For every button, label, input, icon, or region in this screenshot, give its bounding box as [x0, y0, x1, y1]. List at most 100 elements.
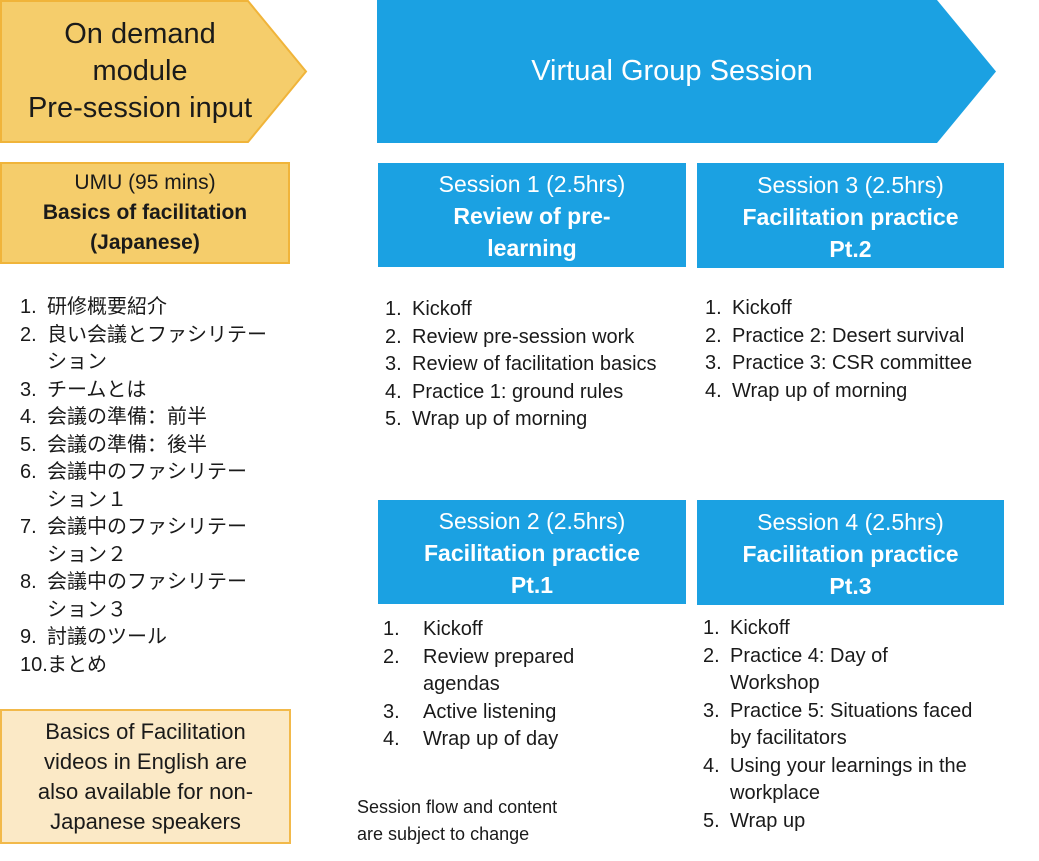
umu-topic-item-number: 8. — [20, 571, 37, 593]
umu-topic-item-number: 10. — [20, 653, 48, 676]
session-4-header: Session 4 (2.5hrs) — [757, 508, 944, 535]
session-1-agenda-item-number: 4. — [385, 380, 402, 403]
umu-topic-item-text: チームとは — [47, 378, 147, 401]
session-3-agenda-item: 3. Practice 3: CSR committee — [705, 350, 1025, 378]
session-3-title: Pt.2 — [829, 235, 872, 262]
umu-topic-item-number: 3. — [20, 378, 37, 401]
umu-topic-item-text: 会議の準備：前半 — [47, 406, 207, 428]
session-1-title: learning — [487, 235, 577, 261]
virtual-session-arrow-shape — [377, 0, 996, 143]
umu-topic-item-number: 1. — [20, 296, 37, 318]
umu-topic-item-text: 会議の準備：後半 — [47, 433, 207, 456]
session-2-header: Session 2 (2.5hrs) — [438, 508, 626, 534]
umu-topic-item-number: 9. — [20, 626, 37, 648]
session-4-agenda-item: 1. Kickoff — [703, 615, 1013, 643]
arrow-label-line: Pre-session input — [27, 91, 253, 124]
session-4-agenda-item-number: 4. — [703, 754, 720, 777]
umu-topic-item: 5.会議の準備：後半 — [20, 432, 290, 460]
umu-topic-item-number: 2. — [20, 323, 37, 346]
english-videos-note: Basics of Facilitation videos in English… — [0, 709, 291, 844]
session-4-agenda-item-number: 5. — [703, 809, 720, 832]
umu-topic-item-text: ション１ — [47, 488, 127, 511]
session-4-agenda-item-text: Kickoff — [730, 617, 790, 639]
arrow-label-line: module — [92, 54, 188, 87]
umu-title: Basics of facilitation — [42, 201, 248, 224]
session-1-agenda-item-text: Review of facilitation basics — [412, 353, 657, 375]
note-line: Basics of Facilitation — [45, 718, 246, 744]
umu-topic-item-text: 会議中のファシリテー — [47, 461, 247, 483]
umu-topic-item-text: ション — [47, 351, 107, 373]
umu-topic-item: 2. 良い会議とファシリテーション — [20, 322, 290, 377]
umu-topic-item: 10.まとめ — [20, 652, 290, 680]
note-line: also available for non- — [37, 778, 254, 804]
umu-topic-item-text: 良い会議とファシリテー — [47, 323, 267, 346]
session-4-agenda-item-text: workplace — [730, 782, 821, 804]
session-3-header: Session 3 (2.5hrs) — [757, 171, 944, 198]
umu-topic-item-text: 会議中のファシリテー — [47, 571, 247, 593]
session-3-agenda-item: 2. Practice 2: Desert survival — [705, 323, 1025, 351]
umu-topic-item: 8. 会議中のファシリテーション３ — [20, 569, 290, 624]
session-2-agenda-item-number: 4. — [383, 728, 400, 750]
umu-topic-item-text: ション３ — [47, 598, 127, 621]
pre-session-arrow-shape — [0, 0, 308, 143]
session-2-agenda-item: 3.Active listening — [383, 699, 683, 727]
arrow-label-line: On demand — [64, 17, 216, 50]
session-2-agenda-item-number: 1. — [383, 618, 400, 640]
session-1-agenda-item-text: Kickoff — [412, 298, 472, 320]
umu-topic-item-text: 会議中のファシリテー — [47, 516, 247, 538]
session-4-agenda-item-text: Practice 4: Day of — [730, 644, 888, 667]
session-4-agenda-item-text: Practice 5: Situations faced — [730, 699, 973, 722]
session-2-agenda-item-number: 3. — [383, 700, 400, 723]
session-1-agenda-item-text: Review pre-session work — [412, 325, 635, 348]
disclaimer: Session flow and content are subject to … — [357, 794, 617, 848]
session-3-agenda-item-text: Practice 3: CSR committee — [732, 352, 973, 374]
session-3-title: Facilitation practice — [742, 203, 959, 230]
session-1-agenda-item-number: 2. — [385, 325, 402, 348]
umu-topic-item: 4. 会議の準備：前半 — [20, 404, 290, 432]
session-2-agenda-item: 4.Wrap up of day — [383, 726, 683, 754]
session-1-agenda-item: 3. Review of facilitation basics — [385, 351, 705, 379]
session-1-agenda-item-number: 3. — [385, 353, 402, 375]
session-3-agenda-item-number: 3. — [705, 352, 722, 374]
session-4-title: Pt.3 — [829, 572, 872, 599]
session-2-agenda-item-number: 2. — [383, 645, 400, 668]
session-1-agenda-item: 5. Wrap up of morning — [385, 406, 705, 434]
umu-topic-item: 6.会議中のファシリテーション１ — [20, 459, 290, 514]
session-1-agenda-item: 2. Review pre-session work — [385, 324, 705, 352]
session-3-agenda-item-text: Kickoff — [732, 297, 792, 319]
session-4-agenda-item-text: Workshop — [730, 672, 820, 694]
session-4-title: Facilitation practice — [742, 540, 959, 567]
umu-topic-item: 9. 討議のツール — [20, 624, 290, 652]
umu-topic-item-number: 4. — [20, 406, 37, 428]
session-1-agenda-item-number: 5. — [385, 408, 402, 430]
session-1-agenda-item: 4.Practice 1: ground rules — [385, 379, 705, 407]
session-4-agenda-item: 5.Wrap up — [703, 808, 1013, 836]
session-2-title: Pt.1 — [510, 572, 554, 598]
session-2-agenda-item-text: agendas — [423, 673, 500, 695]
session-4-agenda-item: 2. Practice 4: Day of Workshop — [703, 643, 1013, 698]
umu-topic-item: 7.会議中のファシリテーション２ — [20, 514, 290, 569]
umu-topic-item-text: 討議のツール — [47, 626, 167, 648]
umu-module-box: UMU (95 mins) Basics of facilitation (Ja… — [0, 162, 290, 264]
umu-topic-item-number: 7. — [20, 516, 37, 538]
session-4-agenda-item-number: 1. — [703, 617, 720, 639]
session-4-agenda-item-text: by facilitators — [730, 727, 847, 749]
session-3-agenda-item-number: 2. — [705, 324, 722, 347]
note-line: videos in English are — [43, 748, 247, 774]
session-1-agenda-item: 1.Kickoff — [385, 296, 705, 324]
note-line: Japanese speakers — [50, 808, 241, 834]
session-3-agenda-item-number: 4. — [705, 379, 722, 402]
umu-language: (Japanese) — [90, 231, 200, 254]
session-2-box: Session 2 (2.5hrs) Facilitation practice… — [378, 500, 686, 604]
session-4-agenda-item-number: 2. — [703, 644, 720, 667]
session-3-agenda-item-text: Practice 2: Desert survival — [732, 324, 965, 347]
session-2-agenda-item-text: Review prepared — [423, 645, 575, 668]
session-3-agenda-item: 1.Kickoff — [705, 295, 1025, 323]
umu-topic-item: 1.研修概要紹介 — [20, 294, 290, 322]
disclaimer-line: are subject to change — [357, 824, 530, 844]
umu-duration: UMU (95 mins) — [74, 171, 216, 194]
session-1-agenda-item-text: Wrap up of morning — [412, 408, 588, 430]
